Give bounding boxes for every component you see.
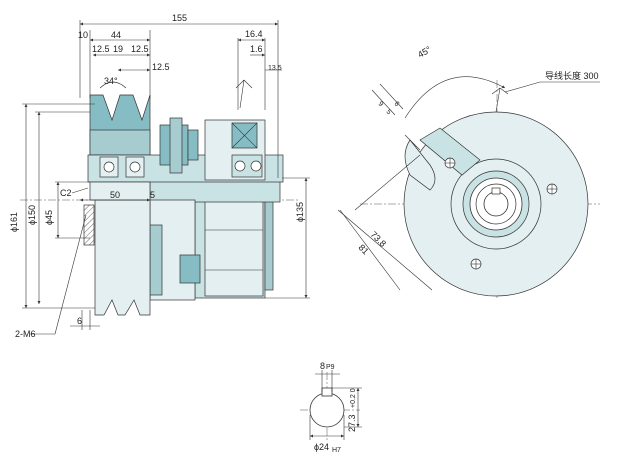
chamfer-c2: C2 xyxy=(60,188,72,198)
front-lead-wire xyxy=(491,87,509,113)
dim-34-deg: 34° xyxy=(104,76,118,86)
dim-5-front: 5 xyxy=(385,108,393,116)
bolt-1 xyxy=(444,157,456,169)
hatched-section xyxy=(83,204,95,246)
dim-9: 9 xyxy=(377,100,385,108)
hex-nut xyxy=(179,254,201,284)
dim-6: 6 xyxy=(77,316,82,326)
bolt-2 xyxy=(546,183,558,195)
dim-phi-45: ϕ45 xyxy=(44,210,54,225)
front-view: 导线长度 300 45° 9 5 6 73.8 81 xyxy=(337,44,600,300)
keyway-detail: 8 P9 27.3 +0.2 0 ϕ24 H7 xyxy=(300,361,362,454)
dim-5: 5 xyxy=(150,190,155,200)
dim-73-8: 73.8 xyxy=(369,229,388,248)
side-view: 155 44 10 12.5 19 12.5 12.5 34° 16.4 1.6… xyxy=(9,13,310,339)
dim-phi-135: ϕ135 xyxy=(295,202,305,222)
angle-45: 45° xyxy=(416,44,433,60)
dim-44: 44 xyxy=(111,30,121,40)
dim-10: 10 xyxy=(78,30,88,40)
body-top xyxy=(149,179,281,203)
dim-phi-161: ϕ161 xyxy=(9,212,19,232)
dim-12-5-b: 12.5 xyxy=(131,44,149,54)
bore-phi-24: ϕ24 xyxy=(314,442,329,452)
pulley-lower xyxy=(94,199,151,316)
key-width-8: 8 xyxy=(320,361,325,371)
keyway-bore-circle xyxy=(309,392,345,428)
keyway xyxy=(491,187,501,195)
bolt-3 xyxy=(470,258,482,270)
dim-12-5-c: 12.5 xyxy=(152,62,170,72)
dim-19: 19 xyxy=(113,44,123,54)
dim-12-5-a: 12.5 xyxy=(92,44,110,54)
dim-155: 155 xyxy=(172,13,187,23)
bore xyxy=(483,191,509,217)
key-width-tol: P9 xyxy=(326,364,335,371)
dim-phi-150: ϕ150 xyxy=(27,205,37,225)
bore-tol-h7: H7 xyxy=(332,447,341,454)
dim-81: 81 xyxy=(357,242,371,256)
dim-1-6: 1.6 xyxy=(250,44,263,54)
dim-50: 50 xyxy=(110,190,120,200)
key-depth-tol: +0.2 0 xyxy=(350,388,357,408)
lead-wire xyxy=(235,79,253,109)
lead-length-label: 导线长度 300 xyxy=(545,70,599,81)
dim-16-4: 16.4 xyxy=(245,29,263,39)
dim-13-5: 13.5 xyxy=(268,65,282,72)
dim-6-front: 6 xyxy=(393,100,401,108)
key-depth-27-3: 27.3 xyxy=(347,414,357,432)
callout-2-m6: 2-M6 xyxy=(15,329,36,339)
